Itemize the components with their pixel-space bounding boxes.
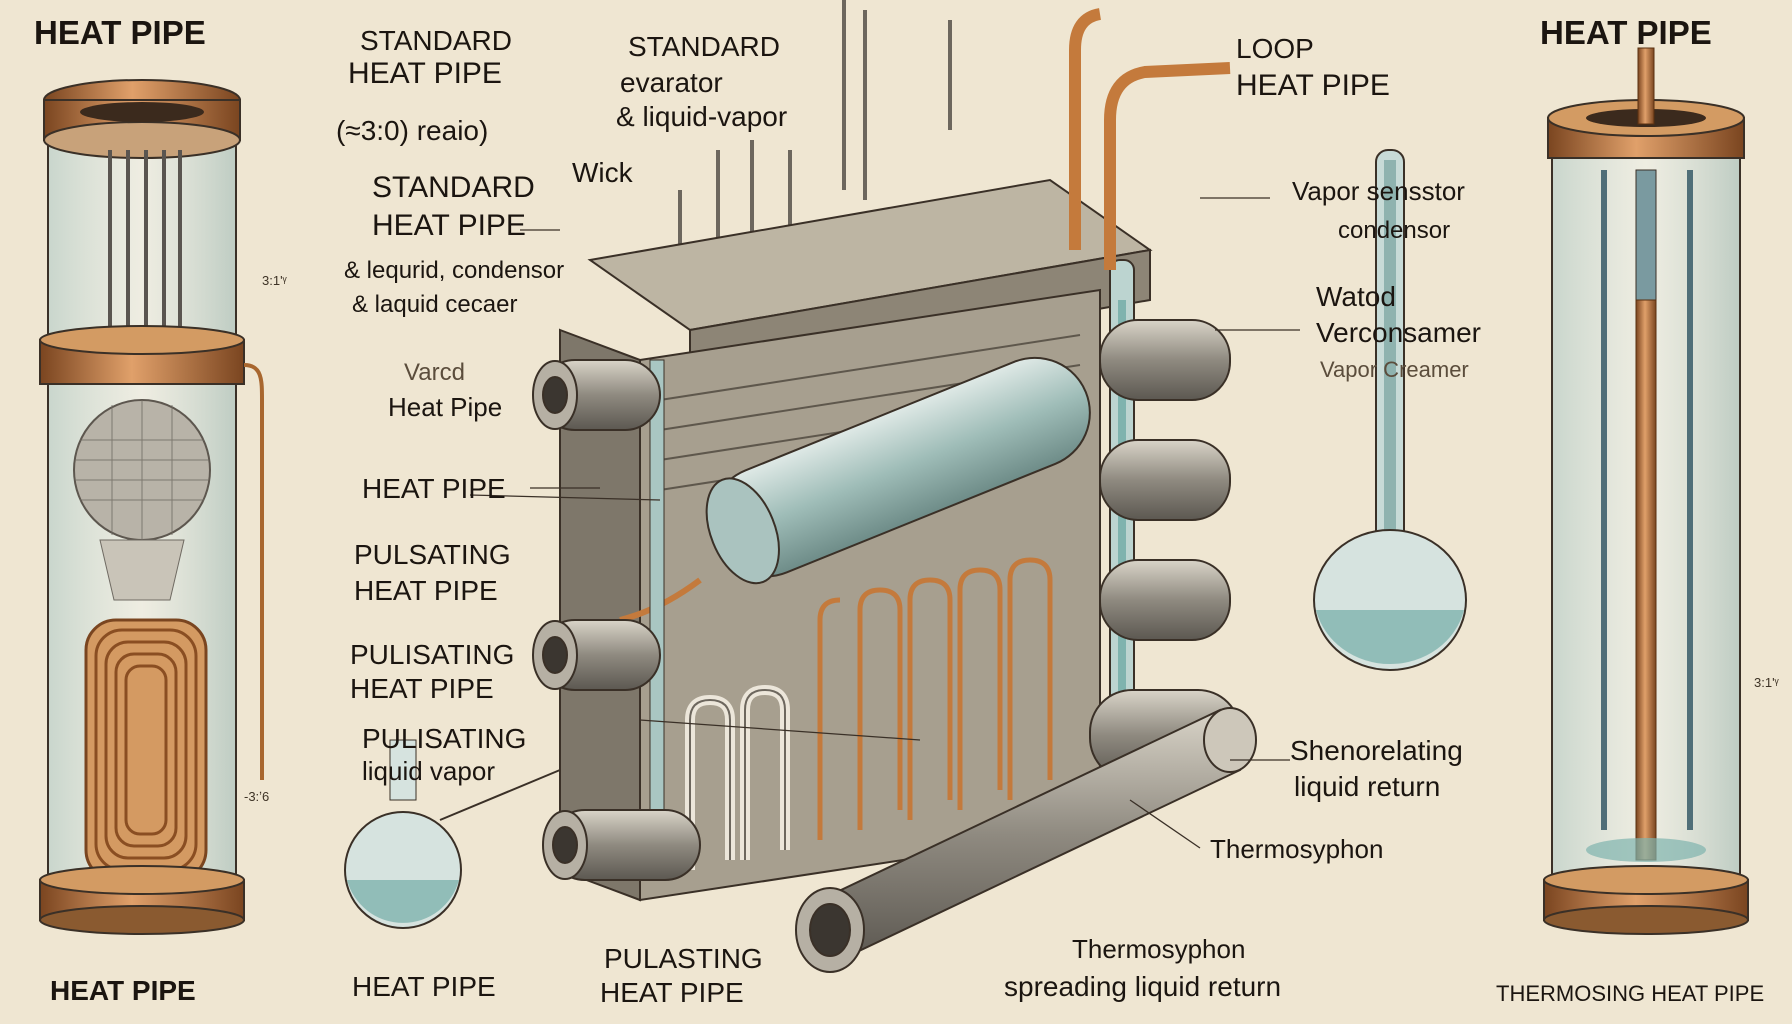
label-varied-1: Varcd [404, 359, 465, 386]
label-pulsating-3a: PULISATING [362, 723, 527, 754]
label-standard-evap-1: STANDARD [628, 31, 780, 62]
label-standard-top-1: STANDARD [360, 25, 512, 56]
label-bottom-pulsating-2: HEAT PIPE [600, 977, 744, 1008]
label-thermo-bottom-1: Thermosyphon [1072, 934, 1246, 964]
central-heat-exchanger-icon [532, 0, 1257, 973]
label-vapor-sensor-2: condensor [1338, 217, 1451, 244]
flask-left-icon [344, 739, 561, 929]
right-thermosyphon-cylinder-icon [1543, 47, 1749, 935]
label-standard-mid-1: STANDARD [372, 171, 535, 204]
label-bottom-left: HEAT PIPE [50, 975, 196, 1006]
label-standard-top-2: HEAT PIPE [348, 57, 502, 90]
label-vapor-sensor-1: Vapor sensstor [1292, 176, 1465, 206]
label-pulsating-2b: HEAT PIPE [350, 673, 494, 704]
label-pulsating-2a: PULISATING [350, 639, 515, 670]
label-standard-mid-2: HEAT PIPE [372, 209, 526, 242]
label-liquid-condensor-2: & laquid cecaer [352, 291, 518, 318]
side-mark-3: 3:1'ᵞ [1754, 675, 1779, 690]
label-standard-evap-3: & liquid-vapor [616, 101, 788, 132]
title-right: HEAT PIPE [1540, 14, 1712, 51]
loop-pipe-icon [1069, 8, 1231, 270]
label-bottom-pulsating-1: PULASTING [604, 943, 763, 974]
label-shenorelating-1: Shenorelating [1290, 735, 1463, 766]
label-watod: Watod [1316, 281, 1396, 312]
leader-lines [469, 197, 1300, 849]
left-heat-pipe-cylinder-icon [39, 79, 264, 935]
label-loop-2: HEAT PIPE [1236, 69, 1390, 102]
label-heat-pipe-mid: HEAT PIPE [362, 473, 506, 504]
label-loop-1: LOOP [1236, 33, 1314, 64]
label-pulsating-1b: HEAT PIPE [354, 575, 498, 606]
label-pulsating-3b: liquid vapor [362, 756, 495, 786]
label-vapor-creamer: Vapor Creamer [1320, 357, 1469, 382]
flask-right-icon [1313, 149, 1467, 671]
label-shenorelating-2: liquid return [1294, 771, 1441, 802]
label-pulsating-1a: PULSATING [354, 539, 511, 570]
side-mark-2: -3:ʼ6 [244, 789, 270, 804]
label-vercon: Verconsamer [1316, 317, 1481, 348]
label-varied-2: Heat Pipe [388, 392, 503, 422]
side-mark-1: 3:1'ᵞ [262, 273, 287, 288]
label-thermosyphon: Thermosyphon [1210, 834, 1384, 864]
label-bottom-right: THERMOSING HEAT PIPE [1496, 981, 1765, 1006]
label-thermo-bottom-2: spreading liquid return [1004, 971, 1282, 1002]
label-wick: Wick [572, 157, 633, 188]
label-liquid-condensor-1: & lequrid, condensor [344, 257, 565, 284]
label-ratio: (≈3:0) reaio) [336, 115, 489, 146]
title-left: HEAT PIPE [34, 14, 206, 51]
label-standard-evap-2: evarator [620, 67, 723, 98]
label-bottom-mid: HEAT PIPE [352, 971, 496, 1002]
